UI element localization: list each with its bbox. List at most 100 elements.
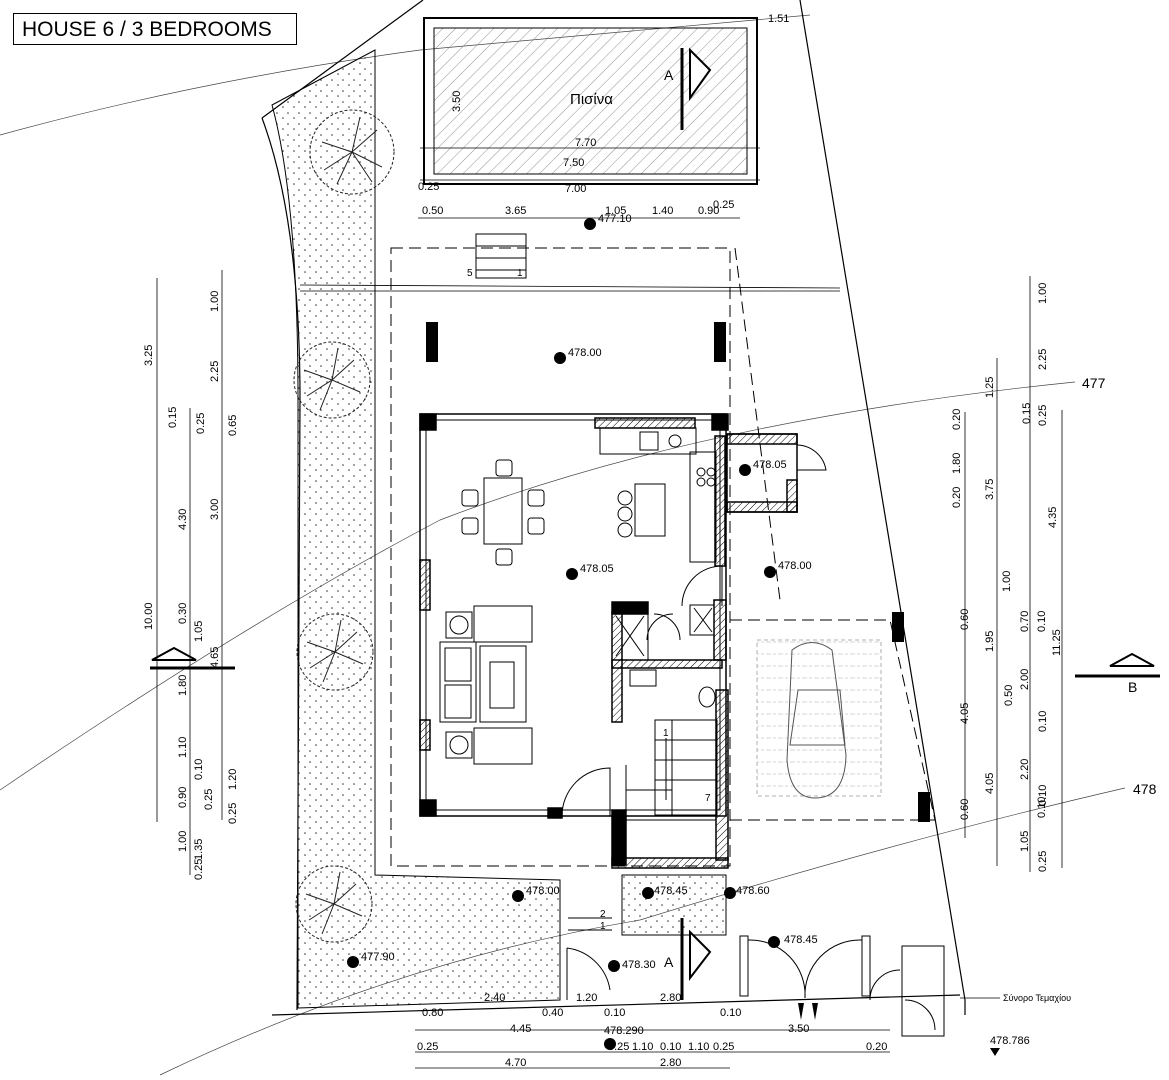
level-marker: 477.10 bbox=[584, 213, 632, 230]
dim-left-025-d: 0.25 bbox=[195, 413, 207, 434]
dim-left-300: 3.00 bbox=[209, 499, 221, 520]
garden-strip bbox=[271, 49, 561, 1009]
stair-main-end: 7 bbox=[705, 793, 711, 804]
dim-left-100: 1.00 bbox=[177, 831, 189, 852]
dim-right-225: 2.25 bbox=[1037, 349, 1049, 370]
dim-bottom-010-c: 0.10 bbox=[660, 1041, 681, 1053]
dim-bottom-025-c: 0.25 bbox=[713, 1041, 734, 1053]
pool-label: Πισίνα bbox=[570, 91, 613, 108]
level-interior: 478.05 bbox=[580, 563, 614, 575]
front-steps bbox=[568, 917, 612, 931]
dim-bottom-280-b: 2.80 bbox=[660, 1057, 681, 1069]
dim-right-060-a: 0.60 bbox=[959, 609, 971, 630]
dim-right-405-b: 4.05 bbox=[984, 773, 996, 794]
level-marker: 478.00 bbox=[764, 560, 812, 578]
contour-477: 477 bbox=[1082, 375, 1106, 391]
dim-left-465: 4.65 bbox=[209, 647, 221, 668]
dim-right-100: 1.00 bbox=[1001, 571, 1013, 592]
level-marker: 478.60 bbox=[724, 885, 770, 899]
dim-right-405-a: 4.05 bbox=[959, 703, 971, 724]
dim-right-125: 1.25 bbox=[984, 377, 996, 398]
dim-left-025-b: 0.25 bbox=[193, 859, 205, 880]
dim-left-105: 1.05 bbox=[193, 621, 205, 642]
stair-main-start: 1 bbox=[663, 728, 669, 739]
level-marker: 478.00 bbox=[554, 347, 602, 364]
dim-left-065: 0.65 bbox=[227, 415, 239, 436]
pool-dimensions: 1.51 3.50 7.70 7.50 7.00 0.25 0.25 bbox=[418, 13, 789, 211]
level-pool-edge: 477.10 bbox=[598, 213, 632, 225]
car-icon bbox=[786, 642, 847, 799]
dim-bottom-020: 0.20 bbox=[866, 1041, 887, 1053]
level-marker: 478.05 bbox=[739, 459, 787, 476]
dim-right-060-b: 0.60 bbox=[959, 799, 971, 820]
dim-right-020-a: 0.20 bbox=[951, 409, 963, 430]
dim-right-435: 4.35 bbox=[1047, 507, 1059, 528]
level-marker: 478.45 bbox=[642, 885, 688, 899]
dim-left-025-c: 0.25 bbox=[203, 789, 215, 810]
dim-left-1000: 10.00 bbox=[143, 602, 155, 630]
dim-right-010-c: 0.10 bbox=[1037, 711, 1049, 732]
bottom-dimension-lines bbox=[415, 1029, 890, 1069]
stair-top-start: 5 bbox=[467, 268, 473, 279]
section-a-bottom-marker: A bbox=[664, 918, 712, 1000]
dim-pool-770: 7.70 bbox=[575, 137, 596, 149]
dim-right-020-b: 0.20 bbox=[951, 487, 963, 508]
dim-top-1: 3.65 bbox=[505, 205, 526, 217]
level-markers: 477.10 478.00 478.05 478.05 478.00 478.0… bbox=[347, 213, 1030, 1056]
dim-bottom-025-b: 0.25 bbox=[608, 1041, 629, 1053]
stair-top-end: 1 bbox=[517, 268, 523, 279]
left-dimensions: 3.25 0.15 10.00 1.80 0.90 1.00 0.25 4.30… bbox=[143, 291, 239, 880]
stair-front-a: 2 bbox=[600, 909, 606, 920]
level-marker: 478.00 bbox=[512, 885, 560, 902]
dim-left-090: 0.90 bbox=[177, 787, 189, 808]
upper-floor-outline bbox=[390, 247, 936, 867]
dim-left-430: 4.30 bbox=[177, 509, 189, 530]
dim-pool-750: 7.50 bbox=[563, 157, 584, 169]
section-a-bottom-label: A bbox=[664, 954, 674, 970]
dim-left-180: 1.80 bbox=[177, 675, 189, 696]
dim-bottom-280-a: 2.80 bbox=[660, 992, 681, 1004]
house-walls bbox=[419, 413, 729, 869]
section-b-left-marker bbox=[150, 646, 235, 670]
right-dimension-lines bbox=[964, 276, 1063, 872]
drawing-title: HOUSE 6 / 3 BEDROOMS bbox=[13, 13, 297, 45]
dim-right-015: 0.15 bbox=[1021, 403, 1033, 424]
section-a-top-label: A bbox=[664, 67, 674, 83]
dim-right-1125: 11.25 bbox=[1051, 629, 1063, 656]
dim-bottom-350: 3.50 bbox=[788, 1023, 809, 1035]
dim-top-0: 0.50 bbox=[422, 205, 443, 217]
dim-left-025-e: 0.25 bbox=[227, 803, 239, 824]
level-marker: 478.30 bbox=[608, 959, 656, 972]
pool-outline bbox=[423, 17, 758, 185]
dim-bottom-445: 4.45 bbox=[510, 1023, 531, 1035]
dim-right-010-a: 0.10 bbox=[1036, 611, 1048, 632]
terrace-stairs bbox=[475, 233, 527, 279]
dim-right-010-d: 0.10 bbox=[1037, 785, 1049, 806]
level-side-path: 478.00 bbox=[778, 560, 812, 572]
dim-bottom-120: 1.20 bbox=[576, 992, 597, 1004]
dim-bottom-080: 0.80 bbox=[422, 1007, 443, 1019]
dim-right-010-b: 0.10 bbox=[1036, 797, 1048, 818]
dim-left-135: 1.35 bbox=[193, 839, 205, 860]
dim-top-3: 1.40 bbox=[652, 205, 673, 217]
level-gate: 478.45 bbox=[784, 934, 818, 946]
boundary-label: Σύνορο Τεμαχίου bbox=[1003, 993, 1071, 1003]
dim-pool-total: 7.00 bbox=[565, 183, 586, 195]
kitchen-counter bbox=[599, 427, 717, 563]
contour-478: 478 bbox=[1133, 781, 1157, 797]
entry-arrow-right bbox=[812, 1003, 818, 1020]
dim-bottom-010-b: 0.10 bbox=[720, 1007, 741, 1019]
dim-left-010: 0.10 bbox=[193, 759, 205, 780]
level-porch: 478.45 bbox=[654, 885, 688, 897]
dim-right-195: 1.95 bbox=[984, 631, 996, 652]
dim-left-225: 2.25 bbox=[209, 361, 221, 382]
dim-bottom-010-a: 0.10 bbox=[604, 1007, 625, 1019]
dining-table bbox=[461, 459, 545, 566]
level-garden: 477.90 bbox=[361, 951, 395, 963]
level-marker: 478.786 bbox=[990, 1035, 1030, 1056]
living-sofas bbox=[439, 605, 533, 765]
entry-arrow-left bbox=[798, 1003, 804, 1020]
dim-pool-left: 0.25 bbox=[418, 181, 439, 193]
dim-bottom-040: 0.40 bbox=[542, 1007, 563, 1019]
level-street-mid: 478.290 bbox=[604, 1025, 644, 1037]
